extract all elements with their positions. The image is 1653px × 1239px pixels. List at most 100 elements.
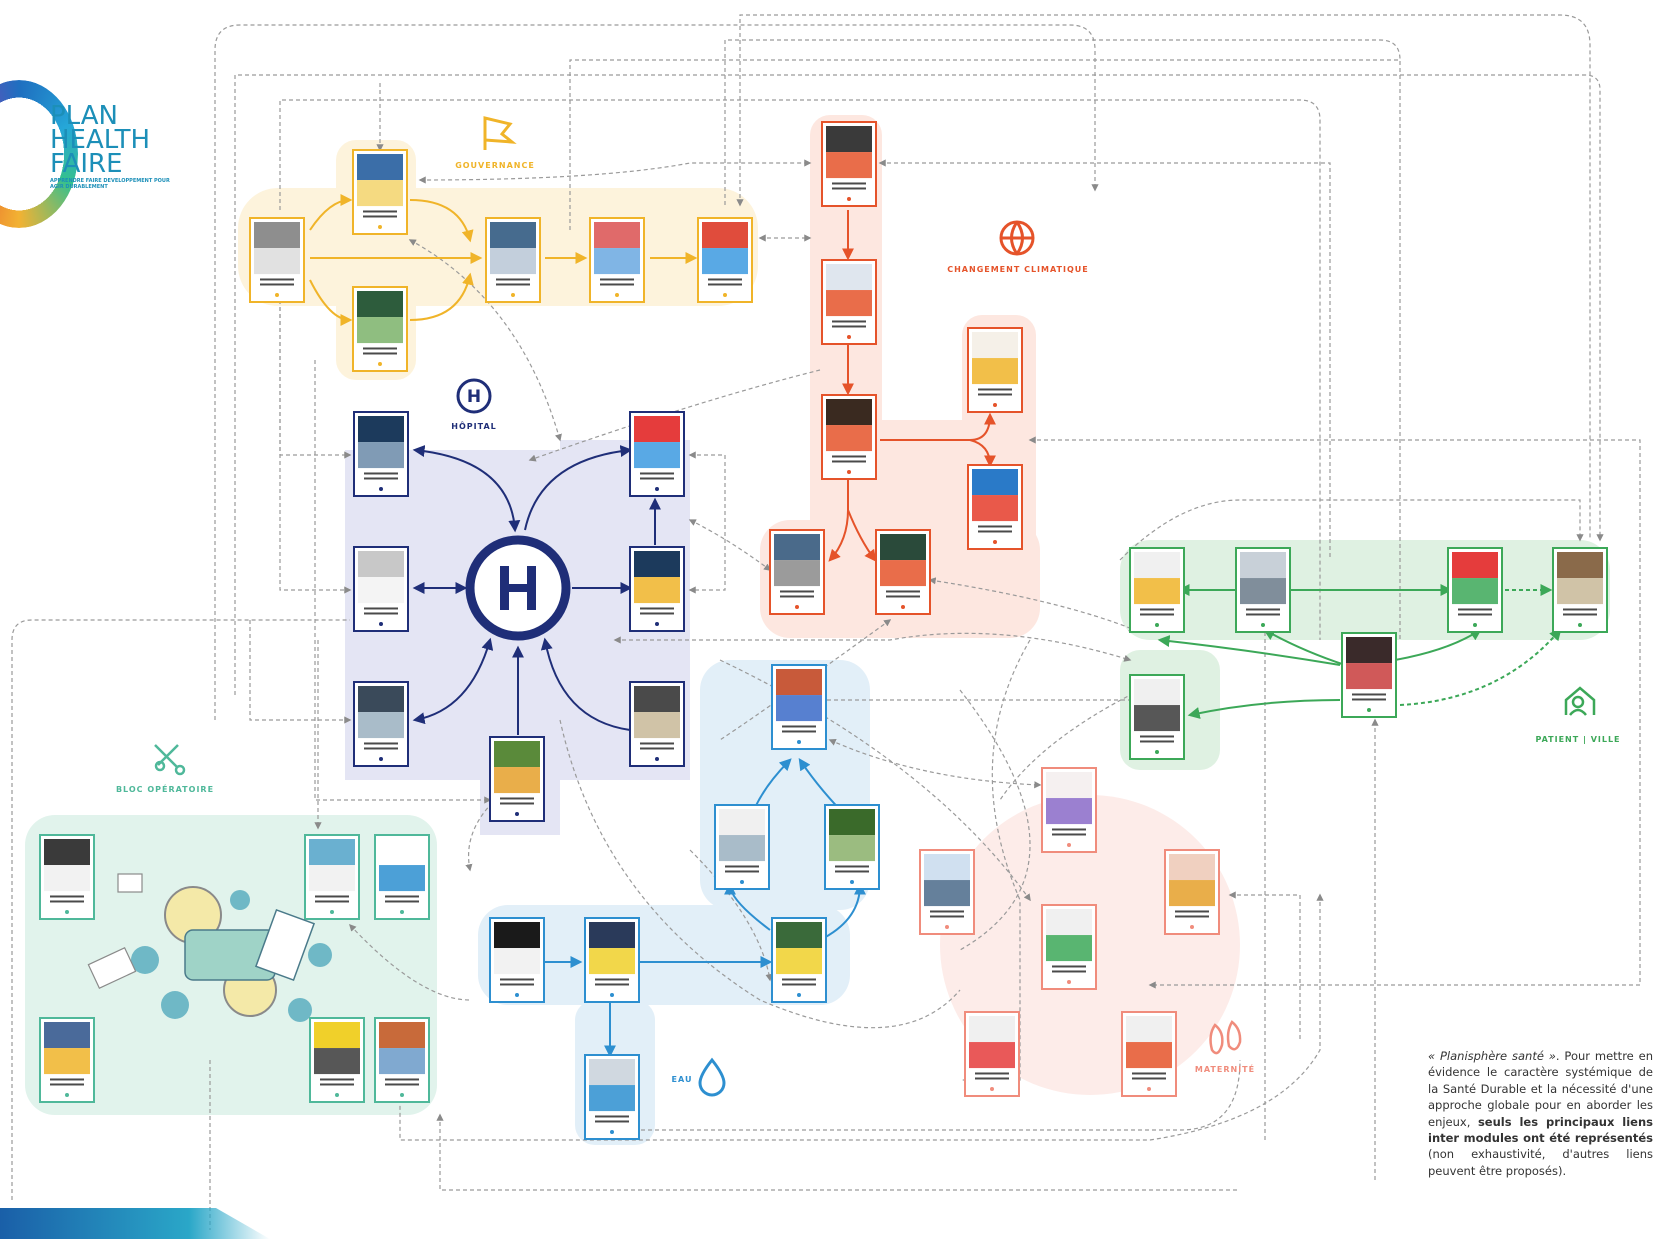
card-thumbnail	[1134, 552, 1180, 579]
card-thumbnail-lower	[774, 560, 820, 587]
card-thumbnail-lower	[1169, 880, 1215, 907]
module-card-bloc	[309, 1017, 365, 1103]
label-maternite: MATERNITÉ	[1195, 1063, 1255, 1074]
card-thumbnail	[494, 741, 540, 768]
card-caption-line	[595, 1120, 629, 1123]
card-thumbnail-lower	[358, 712, 404, 739]
module-card-bloc	[39, 834, 95, 920]
card-dot	[655, 757, 659, 761]
card-thumbnail-lower	[494, 767, 540, 794]
card-caption-line	[708, 278, 742, 281]
card-thumbnail	[634, 551, 680, 578]
card-dot	[1155, 623, 1159, 627]
card-caption-line	[886, 590, 920, 593]
card-thumbnail-lower	[309, 865, 355, 892]
card-caption-line	[500, 978, 534, 981]
card-dot	[379, 757, 383, 761]
card-thumbnail-lower	[254, 248, 300, 275]
card-caption-line	[1140, 608, 1174, 611]
card-caption-line	[978, 525, 1012, 528]
card-thumbnail-lower	[1134, 705, 1180, 732]
card-caption-line	[1175, 915, 1209, 918]
card-thumbnail	[1134, 679, 1180, 706]
label-eau: EAU	[672, 1075, 693, 1084]
card-thumbnail-lower	[358, 577, 404, 604]
card-thumbnail-lower	[490, 248, 536, 275]
module-card-eau	[489, 917, 545, 1003]
card-thumbnail	[309, 839, 355, 866]
module-card-climat	[821, 259, 877, 345]
footprints-icon	[1209, 1020, 1242, 1055]
globe-icon	[999, 220, 1035, 256]
card-dot	[400, 910, 404, 914]
card-caption-line	[1140, 740, 1174, 743]
card-thumbnail	[44, 839, 90, 866]
card-dot	[797, 993, 801, 997]
module-card-maternite	[1041, 767, 1097, 853]
card-caption-line	[364, 747, 398, 750]
module-card-hopital	[353, 546, 409, 632]
logo-line-health: HEALTH	[50, 125, 151, 155]
card-dot	[330, 910, 334, 914]
card-caption-line	[640, 472, 674, 475]
module-card-maternite	[1164, 849, 1220, 935]
card-thumbnail	[379, 839, 425, 866]
card-thumbnail-lower	[1126, 1042, 1172, 1069]
module-card-bloc	[374, 1017, 430, 1103]
card-caption-line	[315, 900, 349, 903]
card-caption-line	[364, 472, 398, 475]
card-caption-line	[708, 283, 742, 286]
card-caption-line	[640, 477, 674, 480]
card-thumbnail	[1346, 637, 1392, 664]
card-thumbnail-lower	[357, 317, 403, 344]
card-caption-line	[363, 215, 397, 218]
card-caption-line	[50, 895, 84, 898]
card-dot	[65, 1093, 69, 1097]
module-card-bloc	[374, 834, 430, 920]
card-thumbnail-lower	[634, 442, 680, 469]
card-dot	[847, 335, 851, 339]
card-caption-line	[978, 530, 1012, 533]
card-thumbnail-lower	[1046, 798, 1092, 825]
module-card-gouvernance	[352, 149, 408, 235]
card-thumbnail	[358, 416, 404, 443]
module-card-climat	[821, 121, 877, 207]
caption-end: (non exhaustivité, d'autres liens peuven…	[1428, 1147, 1653, 1178]
scissors-icon	[154, 744, 186, 776]
card-thumbnail	[357, 154, 403, 181]
card-dot	[378, 225, 382, 229]
card-thumbnail	[594, 222, 640, 249]
card-thumbnail-lower	[44, 1048, 90, 1075]
logo-subtitle: APPRENDRE FAIRE DEVELOPPEMENT POUR AGIR …	[50, 178, 170, 190]
card-dot	[335, 1093, 339, 1097]
card-caption-line	[364, 742, 398, 745]
card-thumbnail-lower	[314, 1048, 360, 1075]
logo: PLAN HEALTH FAIRE	[50, 103, 151, 177]
card-caption-line	[886, 595, 920, 598]
card-dot	[1261, 623, 1265, 627]
card-thumbnail-lower	[969, 1042, 1015, 1069]
card-caption-line	[50, 1083, 84, 1086]
module-card-eau	[824, 804, 880, 890]
module-card-hopital	[489, 736, 545, 822]
card-caption-line	[930, 915, 964, 918]
module-card-climat	[967, 464, 1023, 550]
card-thumbnail	[379, 1022, 425, 1049]
card-dot	[511, 293, 515, 297]
card-dot	[655, 622, 659, 626]
card-caption-line	[640, 742, 674, 745]
module-card-eau	[714, 804, 770, 890]
card-dot	[1473, 623, 1477, 627]
card-thumbnail	[589, 1059, 635, 1086]
card-thumbnail	[774, 534, 820, 561]
card-caption-line	[50, 1078, 84, 1081]
card-caption-line	[364, 612, 398, 615]
svg-text:H: H	[467, 387, 481, 407]
module-card-patient	[1552, 547, 1608, 633]
card-thumbnail-lower	[972, 495, 1018, 522]
card-thumbnail	[1126, 1016, 1172, 1043]
card-caption-line	[1132, 1077, 1166, 1080]
card-dot	[993, 540, 997, 544]
module-card-hopital	[629, 411, 685, 497]
card-thumbnail-lower	[829, 835, 875, 862]
